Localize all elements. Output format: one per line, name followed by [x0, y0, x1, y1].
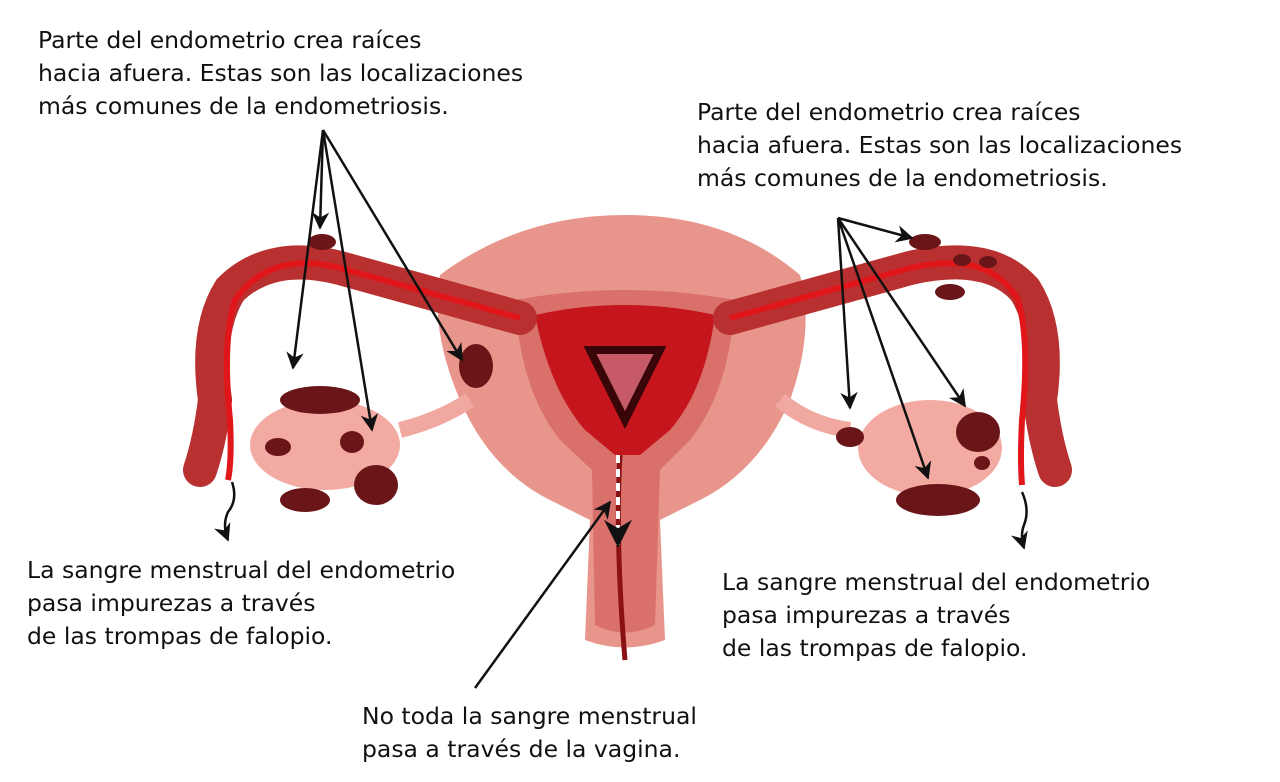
label-line: No toda la sangre menstrual [362, 702, 697, 730]
label-line: hacia afuera. Estas son las localizacion… [38, 59, 524, 87]
label-line: La sangre menstrual del endometrio [27, 556, 456, 584]
label-menstrual-blood-left: La sangre menstrual del endometrio pasa … [27, 554, 455, 653]
label-line: de las trompas de falopio. [27, 622, 333, 650]
label-menstrual-blood-right: La sangre menstrual del endometrio pasa … [722, 566, 1150, 665]
label-line: hacia afuera. Estas son las localizacion… [697, 131, 1183, 159]
label-endometriosis-locations-right: Parte del endometrio crea raíces hacia a… [697, 96, 1182, 195]
label-endometriosis-locations-left: Parte del endometrio crea raíces hacia a… [38, 24, 523, 123]
pointer-arrows [214, 129, 1028, 689]
label-line: Parte del endometrio crea raíces [38, 26, 422, 54]
endometriosis-lesions [265, 234, 1000, 516]
label-vagina: No toda la sangre menstrual pasa a travé… [362, 700, 697, 766]
label-line: más comunes de la endometriosis. [697, 164, 1108, 192]
label-line: Parte del endometrio crea raíces [697, 98, 1081, 126]
label-line: pasa impurezas a través [722, 601, 1011, 629]
uterine-cavity [583, 346, 667, 429]
label-line: pasa impurezas a través [27, 589, 316, 617]
label-line: de las trompas de falopio. [722, 634, 1028, 662]
label-line: más comunes de la endometriosis. [38, 92, 449, 120]
label-line: La sangre menstrual del endometrio [722, 568, 1151, 596]
label-line: pasa a través de la vagina. [362, 735, 681, 763]
